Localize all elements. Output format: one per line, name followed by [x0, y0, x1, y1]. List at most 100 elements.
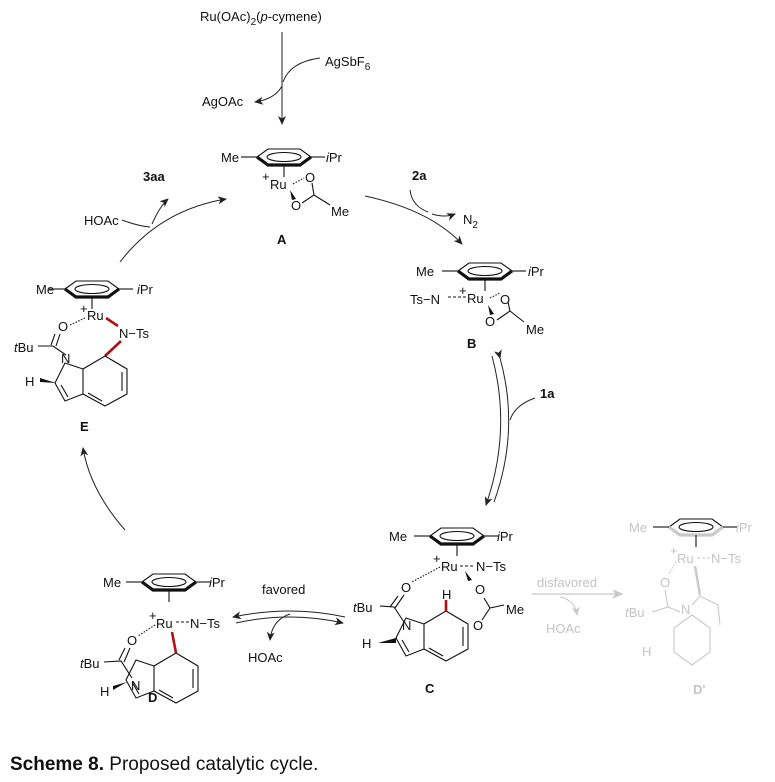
- complex-d-prime: Me iPr + Ru N−Ts O tBu N H D': [625, 517, 753, 697]
- charge: +: [433, 551, 441, 566]
- h-label: H: [362, 636, 371, 651]
- ru-label: Ru: [87, 308, 104, 323]
- agoac-label: AgOAc: [202, 94, 244, 109]
- ipr-label: iPr: [137, 282, 154, 297]
- o-label: O: [305, 170, 315, 185]
- favored-label: favored: [262, 582, 305, 597]
- tbu-label: tBu: [14, 340, 34, 355]
- ru-label: Ru: [677, 551, 694, 566]
- complex-b: Me iPr Ts−N + Ru O O Me B: [410, 261, 545, 351]
- o-label: O: [58, 319, 68, 334]
- h-label: H: [100, 684, 109, 699]
- ru-label: Ru: [156, 616, 173, 631]
- o-label: O: [401, 580, 411, 595]
- n2-label: N2: [463, 212, 478, 231]
- ru-c-bond: [170, 631, 178, 654]
- precatalyst-activation: Ru(OAc)2(p-cymene) AgSbF6 AgOAc: [200, 9, 371, 125]
- n2-release-curve: [431, 213, 456, 221]
- complex-d: Me iPr + Ru N−Ts O tBu N H D: [80, 572, 226, 705]
- me-label: Me: [36, 282, 54, 297]
- reagent-1a: 1a: [540, 386, 555, 401]
- n-label: N: [681, 602, 690, 617]
- n-label: N: [61, 351, 70, 366]
- n-label: N: [131, 678, 140, 693]
- additive-curve: [282, 57, 321, 83]
- reagent-2a: 2a: [412, 168, 427, 183]
- charge: +: [262, 169, 270, 184]
- hoac-label: HOAc: [84, 213, 119, 228]
- me-label: Me: [103, 575, 121, 590]
- tbu-label: tBu: [80, 656, 100, 671]
- arrow-c-to-d: [232, 610, 346, 620]
- tbu-label: tBu: [353, 600, 373, 615]
- me-label: Me: [526, 322, 544, 337]
- hoac-uptake-curve: [121, 219, 151, 228]
- me-label: Me: [221, 150, 239, 165]
- me-label: Me: [506, 602, 524, 617]
- ipr-label: iPr: [326, 150, 343, 165]
- reagent-1a-curve: [509, 397, 536, 421]
- additive-label: AgSbF6: [325, 54, 371, 73]
- complex-a: Me iPr + Ru O O Me A: [221, 147, 349, 247]
- cycle-arrow-d-e: [80, 447, 126, 531]
- nts-label: N−Ts: [190, 616, 220, 631]
- reagent-2a-curve: [409, 189, 429, 213]
- ru-n-bond: [105, 316, 119, 328]
- nts-label: N−Ts: [119, 326, 149, 341]
- o-label: O: [660, 575, 670, 590]
- label-e: E: [80, 419, 89, 434]
- o-label: O: [485, 314, 495, 329]
- cycle-arrow-b-c: [484, 355, 502, 506]
- label-c: C: [425, 681, 435, 696]
- h-label: H: [442, 587, 451, 602]
- n-label: N: [402, 618, 411, 633]
- o-label: O: [473, 618, 483, 633]
- caption: Scheme 8. Proposed catalytic cycle.: [10, 754, 318, 775]
- tsn-label: Ts−N: [410, 292, 440, 307]
- h-label: H: [25, 374, 34, 389]
- tbu-label: tBu: [625, 605, 645, 620]
- me-label: Me: [389, 529, 407, 544]
- o-label: O: [475, 582, 485, 597]
- c-n-bond: [104, 340, 122, 357]
- me-label: Me: [331, 204, 349, 219]
- me-label: Me: [416, 264, 434, 279]
- cycle-arrow-c-b: [493, 349, 510, 503]
- o-label: O: [127, 633, 137, 648]
- complex-c: Me iPr + Ru N−Ts O tBu O O Me N H H C: [353, 526, 524, 696]
- charge: +: [670, 543, 678, 558]
- nts-label: N−Ts: [476, 559, 506, 574]
- precatalyst-label: Ru(OAc)2(p-cymene): [200, 9, 322, 28]
- o-label: O: [500, 292, 510, 307]
- o-label: O: [291, 198, 301, 213]
- charge: +: [459, 283, 467, 298]
- ipr-label: iPr: [736, 520, 753, 535]
- disfavored-pathway: disfavored HOAc: [532, 575, 624, 636]
- disfavored-label: disfavored: [537, 575, 597, 590]
- byproduct-curve: [254, 85, 283, 105]
- h-label: H: [642, 644, 651, 659]
- nts-label: N−Ts: [711, 551, 741, 566]
- hoac-release-curve: [266, 613, 291, 641]
- charge: +: [149, 608, 157, 623]
- ipr-label: iPr: [497, 529, 514, 544]
- label-b: B: [467, 336, 476, 351]
- ru-label: Ru: [467, 291, 484, 306]
- cycle-arrow-e-a: [119, 196, 227, 263]
- hoac-label: HOAc: [248, 650, 283, 665]
- ipr-label: iPr: [528, 264, 545, 279]
- arrow-d-to-c: [235, 616, 344, 626]
- ru-label: Ru: [270, 177, 287, 192]
- product-3aa: 3aa: [143, 169, 165, 184]
- product-release-curve: [151, 198, 169, 225]
- hoac-label: HOAc: [546, 621, 581, 636]
- ipr-label: iPr: [209, 575, 226, 590]
- ru-label: Ru: [441, 559, 458, 574]
- complex-e: Me iPr + Ru O N−Ts tBu N H E: [14, 279, 154, 434]
- cycle-arrow-a-b: [364, 195, 463, 245]
- charge: +: [80, 301, 88, 316]
- me-label: Me: [629, 520, 647, 535]
- label-a: A: [277, 232, 287, 247]
- label-d-prime: D': [693, 682, 705, 697]
